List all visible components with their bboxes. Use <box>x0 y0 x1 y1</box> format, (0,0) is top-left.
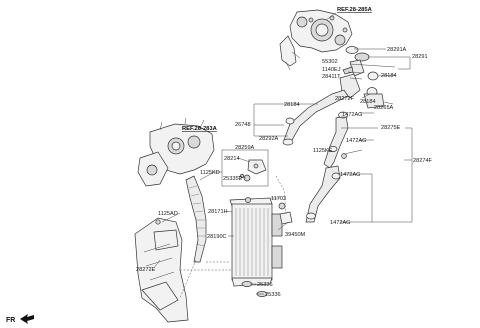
part-label-1472ag-1: 1472AG <box>342 112 363 118</box>
part-label-28184-top: 28184 <box>381 73 397 79</box>
front-arrow-icon <box>20 314 34 324</box>
part-label-1472ag-2: 1472AG <box>346 138 367 144</box>
part-number-labels: 28291A 28291 55302 1140EJ 28411T 28184 2… <box>136 47 433 298</box>
turbocharger-assembly <box>279 9 353 71</box>
part-label-28272f: 28272F <box>335 96 355 102</box>
part-label-55302: 55302 <box>322 59 338 65</box>
front-direction-label: FR <box>6 317 15 324</box>
part-label-28291a: 28291A <box>387 47 407 53</box>
air-guide-shroud <box>134 217 189 323</box>
hot-side-pipe <box>283 89 349 141</box>
part-label-28190c: 28190C <box>207 234 227 240</box>
part-label-1472ag-3: 1472AG <box>340 172 361 178</box>
part-label-1140ej: 1140EJ <box>322 67 341 73</box>
part-label-28274f: 28274F <box>413 158 433 164</box>
part-label-28275e: 28275E <box>381 125 401 131</box>
ref-label-left: REF.28-283A <box>182 126 218 132</box>
part-label-28184-left: 28184 <box>284 102 300 108</box>
part-label-28292a: 28292A <box>259 136 279 142</box>
part-label-28214: 28214 <box>224 156 240 162</box>
part-label-28259a: 28259A <box>235 145 255 151</box>
intercooler <box>229 197 293 287</box>
exhaust-manifold <box>137 117 215 187</box>
part-label-1472ag-4: 1472AG <box>330 220 351 226</box>
part-label-25336-1: 25336 <box>257 282 273 288</box>
inlet-hose <box>185 175 207 263</box>
part-label-25335e: 25335E <box>223 176 243 182</box>
cold-side-pipe-lower <box>305 165 341 223</box>
part-label-26748: 26748 <box>235 122 251 128</box>
leader-lines <box>153 48 413 295</box>
part-label-11703: 11703 <box>271 196 286 202</box>
part-label-39450m: 39450M <box>285 232 306 238</box>
cold-side-pipe-upper <box>323 115 349 169</box>
part-label-28411t: 28411T <box>322 74 341 80</box>
part-label-28171h: 28171H <box>208 209 228 215</box>
part-label-1125kd: 1125KD <box>200 170 220 176</box>
part-label-1125ad: 1125AD <box>158 211 178 217</box>
part-label-28272e: 28272E <box>136 267 156 273</box>
part-label-1125ke: 1125KE <box>313 148 333 154</box>
part-label-28291: 28291 <box>412 54 428 60</box>
ref-label-top: REF.28-285A <box>337 7 373 13</box>
front-direction-indicator: FR <box>6 314 34 324</box>
part-label-28265a: 28265A <box>374 105 394 111</box>
part-label-28184-mid: 28184 <box>360 99 376 105</box>
part-label-25336-2: 25336 <box>265 292 281 298</box>
